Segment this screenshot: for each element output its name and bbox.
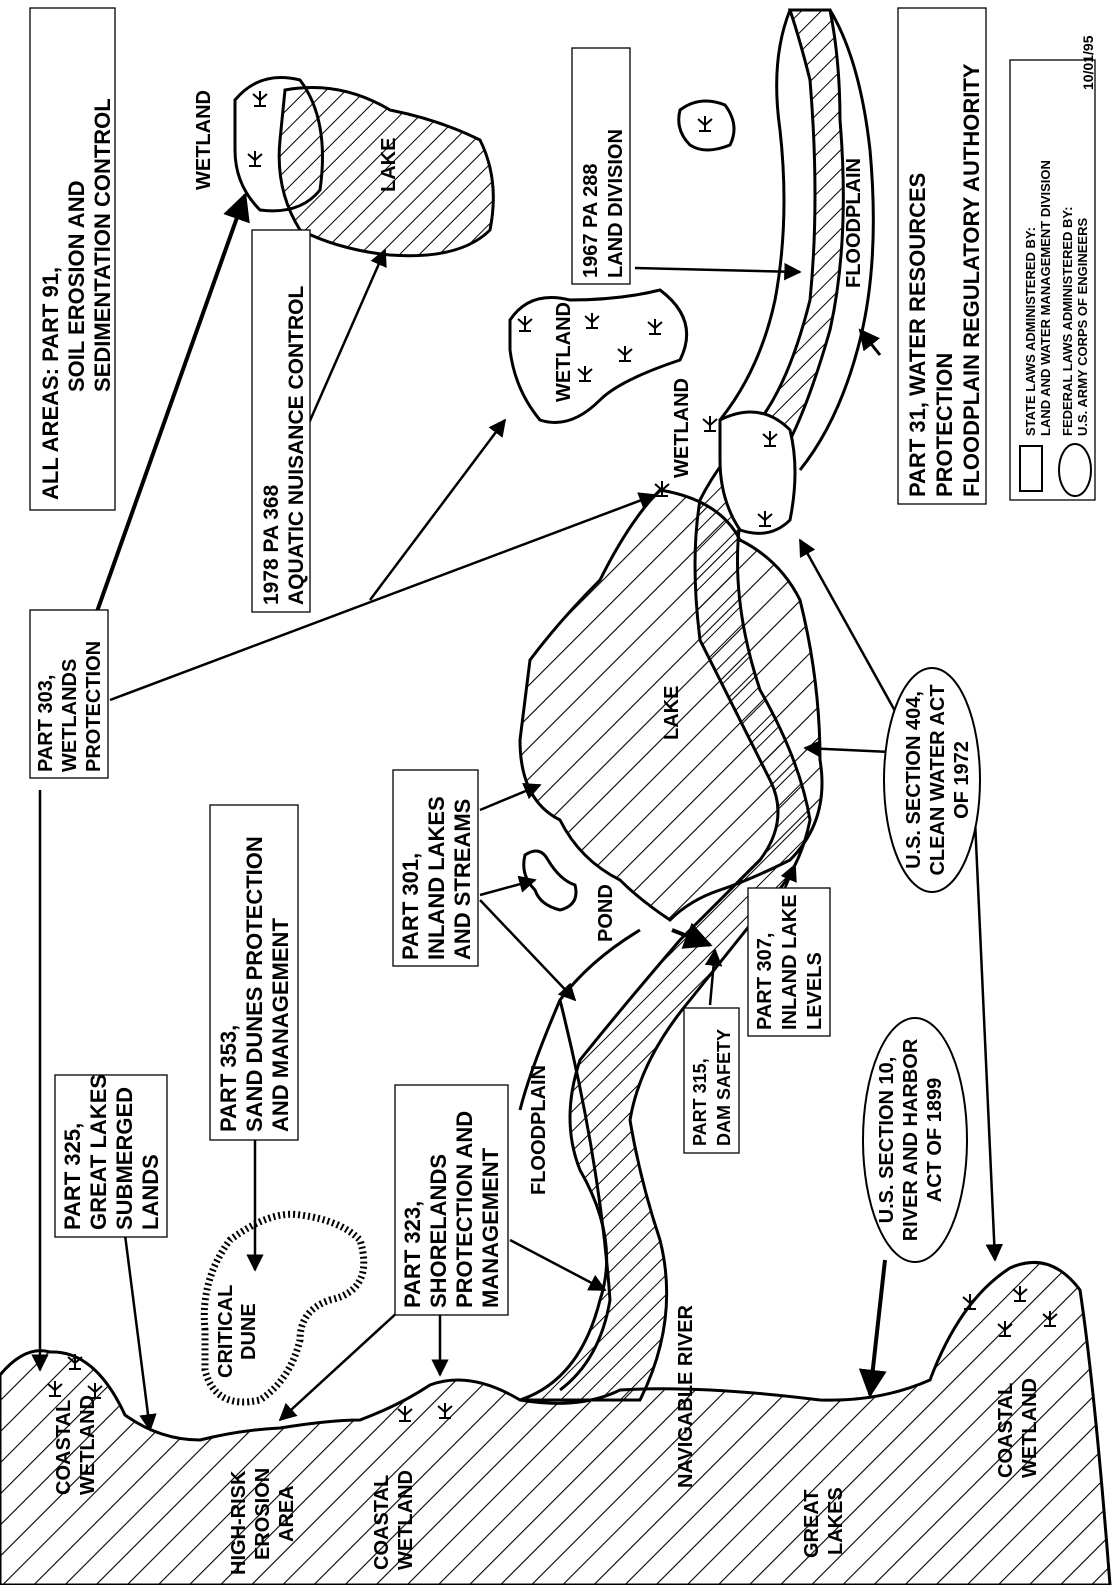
- pa368-box: [251, 229, 311, 613]
- part325-box: [54, 1074, 168, 1238]
- coastal-wetland-2-line-2: WETLAND: [395, 1470, 417, 1570]
- part315-line-1: PART 315,: [690, 1058, 710, 1146]
- high-risk-line-3: AREA: [276, 1485, 298, 1542]
- section404-oval: [883, 667, 981, 893]
- part353-line-1: PART 353,: [216, 1025, 241, 1132]
- pa288-box: [571, 47, 631, 285]
- navigable-river-label: NAVIGABLE RIVER: [675, 1304, 697, 1488]
- part303-box: [29, 609, 109, 779]
- floodplain-right-label: FLOODPLAIN: [843, 158, 865, 288]
- part303-line-3: PROTECTION: [83, 641, 105, 772]
- part325-line-1: PART 325,: [60, 1123, 85, 1230]
- pa368-line-2: AQUATIC NUISANCE CONTROL: [285, 286, 308, 605]
- all-areas-line-3: SEDIMENTATION CONTROL: [90, 98, 115, 392]
- part323-line-2: SHORELANDS: [426, 1154, 451, 1308]
- lake-main-label: LAKE: [661, 686, 683, 740]
- wetland-mid-label: WETLAND: [553, 302, 575, 402]
- coastal-wetland-1-line-2: WETLAND: [77, 1395, 99, 1495]
- wetland-top-label: WETLAND: [193, 90, 215, 190]
- part307-line-1: PART 307,: [754, 933, 776, 1030]
- pa368-line-1: 1978 PA 368: [260, 484, 283, 605]
- all-areas-line-1: ALL AREAS: PART 91,: [38, 267, 63, 500]
- arrows: [31, 192, 1004, 1432]
- part323-line-3: PROTECTION AND: [452, 1111, 477, 1308]
- great-lakes-water: [0, 1260, 1112, 1585]
- pond-label: POND: [595, 884, 617, 942]
- floodplain-right: [798, 9, 875, 471]
- small-wetland: [677, 99, 736, 152]
- middle-wetland: [508, 288, 689, 424]
- all-areas-line-2: SOIL EROSION AND: [64, 181, 89, 392]
- critical-dune: [200, 1210, 368, 1406]
- coastal-wetland-3-line-1: COASTAL: [995, 1383, 1017, 1478]
- part325-line-4: LANDS: [138, 1154, 163, 1230]
- legend-state-line-1: STATE LAWS ADMINISTERED BY:: [1023, 227, 1038, 436]
- coastal-wetland-3-line-2: WETLAND: [1019, 1378, 1041, 1478]
- legend-state-symbol: [1019, 445, 1043, 492]
- part301-box: [392, 769, 479, 967]
- section10-line-1: U.S. SECTION 10,: [876, 1057, 898, 1224]
- section10-oval: [862, 1017, 968, 1263]
- legend-federal-line-2: U.S. ARMY CORPS OF ENGINEERS: [1075, 218, 1090, 436]
- high-risk-line-2: EROSION: [252, 1468, 274, 1560]
- part315-box: [683, 1007, 740, 1154]
- great-lakes-line-2: LAKES: [825, 1487, 847, 1555]
- part307-line-2: INLAND LAKE: [779, 894, 801, 1030]
- part323-box: [394, 1084, 509, 1316]
- part301-line-1: PART 301,: [398, 853, 423, 960]
- legend-federal-line-1: FEDERAL LAWS ADMINISTERED BY:: [1060, 207, 1075, 436]
- part303-line-2: WETLANDS: [59, 659, 81, 772]
- part323-line-1: PART 323,: [400, 1201, 425, 1308]
- all-areas-box: [29, 7, 116, 511]
- coastal-wetland-1-line-1: COASTAL: [53, 1400, 75, 1495]
- part315-line-2: DAM SAFETY: [714, 1029, 734, 1146]
- wetland-river-label: WETLAND: [671, 378, 693, 478]
- part31-line-3: FLOODPLAIN REGULATORY AUTHORITY: [959, 63, 984, 497]
- critical-dune-line-2: DUNE: [238, 1303, 260, 1360]
- legend-box: [1009, 59, 1096, 501]
- legend-federal-symbol: [1058, 443, 1092, 497]
- pa288-line-1: 1967 PA 288: [580, 163, 602, 278]
- part303-line-1: PART 303,: [35, 675, 57, 772]
- part325-line-2: GREAT LAKES: [86, 1074, 111, 1230]
- critical-dune-line-1: CRITICAL: [215, 1285, 237, 1378]
- part301-line-3: AND STREAMS: [450, 799, 475, 960]
- high-risk-line-1: HIGH-RISK: [228, 1470, 250, 1575]
- part353-box: [209, 804, 299, 1141]
- part307-line-3: LEVELS: [804, 952, 826, 1030]
- date-stamp: 10/01/95: [1080, 35, 1096, 90]
- legend-state-line-2: LAND AND WATER MANAGEMENT DIVISION: [1038, 160, 1053, 436]
- section404-line-2: CLEAN WATER ACT: [927, 684, 949, 875]
- section404-line-3: OF 1972: [951, 741, 973, 819]
- section10-line-2: RIVER AND HARBOR: [900, 1038, 922, 1241]
- part31-line-1: PART 31, WATER RESOURCES: [905, 173, 930, 497]
- part353-line-3: AND MANAGEMENT: [268, 918, 293, 1132]
- section404-line-1: U.S. SECTION 404,: [903, 691, 925, 869]
- part307-box: [747, 887, 831, 1037]
- floodplain-left-label: FLOODPLAIN: [528, 1065, 550, 1195]
- part323-line-4: MANAGEMENT: [478, 1147, 503, 1308]
- part325-line-3: SUBMERGED: [112, 1087, 137, 1230]
- part301-line-2: INLAND LAKES: [424, 796, 449, 960]
- great-lakes-line-1: GREAT: [801, 1489, 823, 1558]
- part31-box: [897, 7, 987, 505]
- coastal-wetland-2-line-1: COASTAL: [371, 1475, 393, 1570]
- lake-top-label: LAKE: [378, 138, 400, 192]
- section10-line-3: ACT OF 1899: [924, 1078, 946, 1202]
- navigable-river: [519, 8, 845, 1402]
- river-wetland: [718, 410, 797, 535]
- pa288-line-2: LAND DIVISION: [605, 129, 627, 278]
- part353-line-2: SAND DUNES PROTECTION: [242, 836, 267, 1132]
- part31-line-2: PROTECTION: [932, 353, 957, 497]
